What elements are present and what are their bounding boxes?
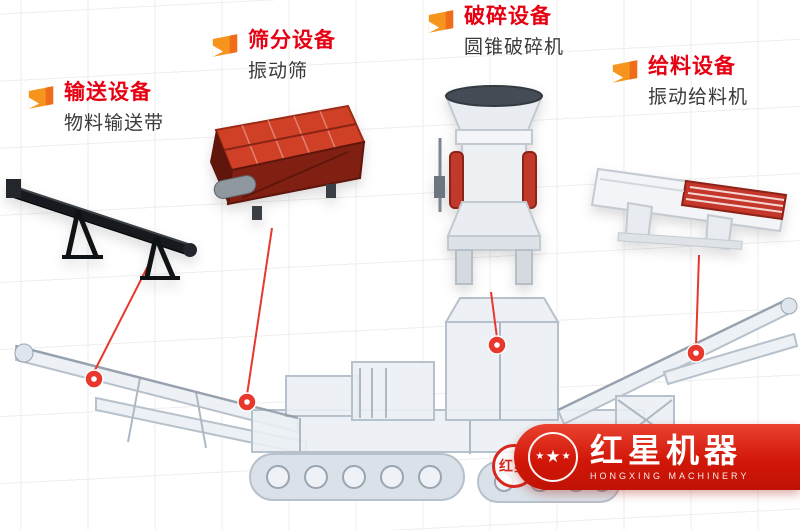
callout-crushing: 破碎设备 圆锥破碎机 (426, 5, 565, 59)
brand-banner: 红星 ★ ★ ★ 红星机器 HONGXING MACHINERY (492, 424, 800, 490)
brand-name-en: HONGXING MACHINERY (590, 470, 750, 481)
callout-title: 给料设备 (648, 55, 736, 78)
vibrating-feeder-image (590, 167, 788, 251)
callout-title: 筛分设备 (248, 29, 336, 52)
stars-logo-icon: ★ ★ ★ (528, 432, 578, 482)
mobile-crushing-plant-xray-illustration (14, 297, 799, 503)
star-icon: ★ (535, 451, 545, 462)
flag-icon (612, 60, 638, 83)
callout-subtitle: 圆锥破碎机 (464, 37, 565, 59)
star-icon: ★ (545, 446, 561, 466)
cone-crusher-image (434, 85, 544, 285)
callout-subtitle: 振动给料机 (648, 87, 749, 109)
brand-name: 红星机器 (590, 431, 742, 469)
flag-icon (428, 10, 454, 33)
vibrating-screen-image (210, 104, 366, 220)
flag-icon (212, 34, 238, 57)
star-icon: ★ (561, 451, 571, 462)
callout-title: 破碎设备 (464, 5, 552, 28)
callout-feeding: 给料设备 振动给料机 (610, 55, 749, 109)
brand-ribbon: ★ ★ ★ 红星机器 HONGXING MACHINERY (514, 424, 800, 490)
callout-conveying: 输送设备 物料输送带 (26, 81, 165, 135)
callout-subtitle: 物料输送带 (64, 113, 165, 135)
belt-conveyor-image (6, 179, 197, 280)
callout-screening: 筛分设备 振动筛 (210, 29, 336, 83)
callout-title: 输送设备 (64, 81, 152, 104)
flag-icon (28, 86, 54, 109)
callout-subtitle: 振动筛 (248, 61, 309, 83)
